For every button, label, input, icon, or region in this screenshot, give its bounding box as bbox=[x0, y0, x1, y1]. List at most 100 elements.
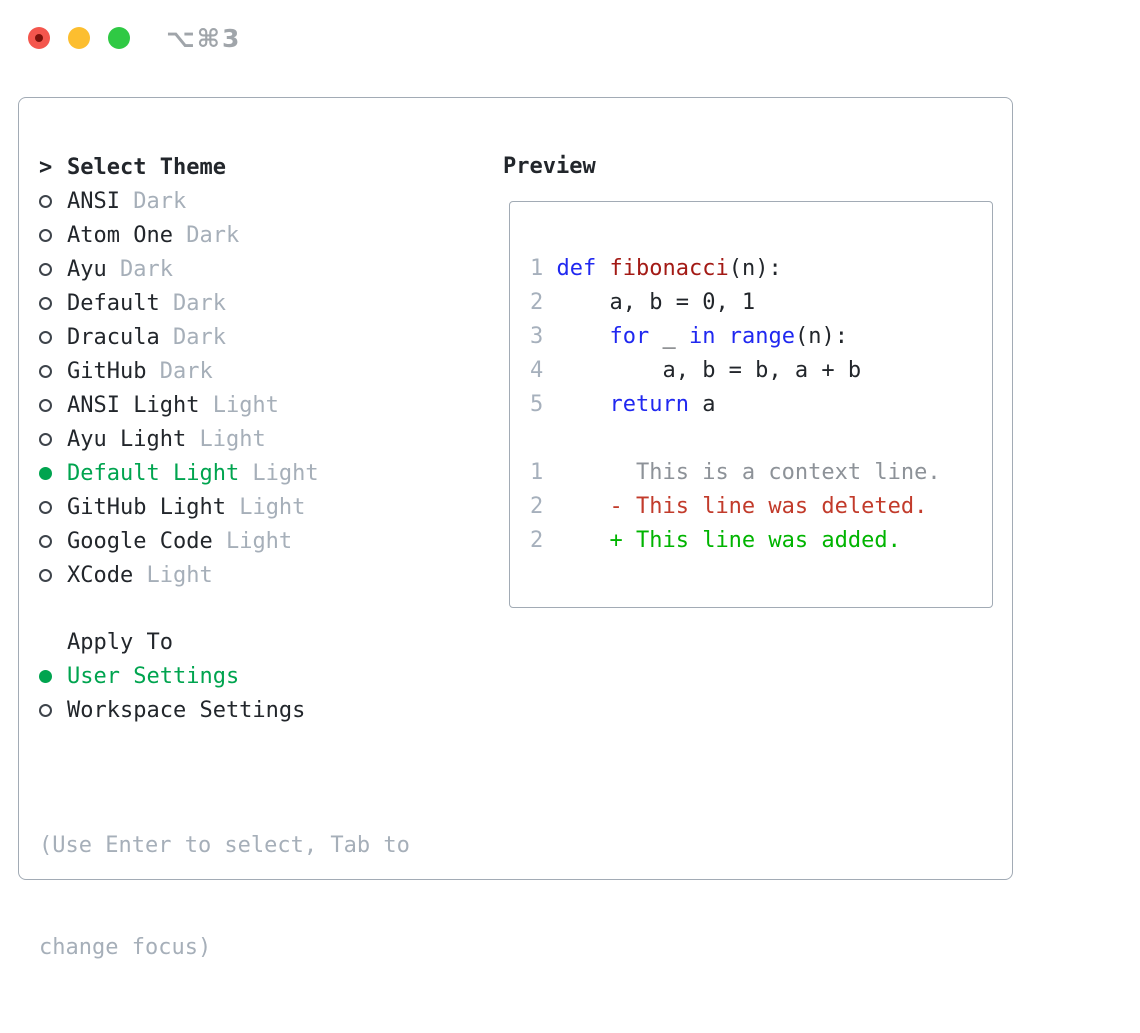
apply-to-title: Apply To bbox=[67, 629, 173, 655]
window-shortcut-title: ⌥⌘3 bbox=[166, 24, 242, 53]
code-segment-plain bbox=[557, 392, 610, 417]
radio-marker bbox=[39, 364, 67, 378]
option-variant: Light bbox=[133, 562, 213, 588]
code-segment-plain: _ bbox=[649, 324, 689, 349]
theme-option-github[interactable]: GitHub Dark bbox=[39, 354, 319, 388]
option-label: ANSI Light bbox=[67, 392, 200, 418]
radio-marker bbox=[39, 669, 67, 683]
line-number: 2 bbox=[530, 290, 557, 315]
option-label: GitHub bbox=[67, 358, 147, 384]
preview-box: 1 def fibonacci (n): 2 a, b = 0, 1 3 for _ … bbox=[509, 201, 993, 608]
radio-marker bbox=[39, 534, 67, 548]
line-number: 1 bbox=[530, 460, 557, 485]
option-variant: Light bbox=[199, 392, 279, 418]
line-number: 3 bbox=[530, 324, 557, 349]
radio-marker bbox=[39, 398, 67, 412]
radio-marker bbox=[39, 228, 67, 242]
code-segment-keyword: def bbox=[556, 256, 597, 281]
help-text-line: change focus) bbox=[39, 935, 212, 960]
code-segment-plain: (n): bbox=[794, 324, 848, 349]
code-segment-plain: a, b = 0, 1 bbox=[556, 290, 756, 315]
option-variant: Light bbox=[186, 426, 266, 452]
option-label: Default bbox=[67, 290, 160, 316]
line-number: 5 bbox=[530, 392, 557, 417]
traffic-light-zoom[interactable] bbox=[108, 27, 130, 49]
radio-icon bbox=[39, 500, 52, 514]
radio-icon bbox=[39, 568, 52, 582]
help-text: (Use Enter to select, Tab to change focu… bbox=[39, 761, 410, 1033]
theme-option-ansi-light[interactable]: ANSI Light Light bbox=[39, 388, 319, 422]
code-segment-plain: a, b = b, a + b bbox=[556, 358, 862, 383]
theme-option-ayu-light[interactable]: Ayu Light Light bbox=[39, 422, 319, 456]
option-label: Ayu bbox=[67, 256, 107, 282]
theme-list-header: > Select Theme bbox=[39, 150, 319, 184]
preview-line: 2 - This line was deleted. bbox=[530, 490, 992, 524]
preview-line: 4 a, b = b, a + b bbox=[530, 354, 992, 388]
radio-icon bbox=[39, 330, 52, 344]
theme-option-ansi[interactable]: ANSI Dark bbox=[39, 184, 319, 218]
radio-marker bbox=[39, 262, 67, 276]
option-variant: Light bbox=[225, 494, 306, 520]
code-segment-keyword: in bbox=[688, 324, 716, 349]
preview-line: 5 return a bbox=[530, 388, 992, 422]
option-variant: Dark bbox=[106, 256, 173, 282]
apply-option-workspace-settings[interactable]: Workspace Settings bbox=[39, 693, 305, 727]
option-label: Atom One bbox=[67, 222, 173, 248]
preview-title: Preview bbox=[503, 154, 596, 179]
option-label: Default Light bbox=[67, 460, 240, 486]
option-variant: Dark bbox=[119, 188, 187, 214]
help-text-line: (Use Enter to select, Tab to bbox=[39, 833, 410, 858]
option-label: Workspace Settings bbox=[67, 697, 306, 723]
code-segment-keyword: range bbox=[728, 324, 795, 349]
radio-icon bbox=[39, 534, 52, 548]
radio-icon bbox=[39, 262, 52, 276]
code-segment-plain bbox=[557, 324, 610, 349]
preview-line: 1 This is a context line. bbox=[530, 456, 992, 490]
option-variant: Dark bbox=[172, 222, 240, 248]
code-segment-plain bbox=[596, 256, 609, 281]
option-variant: Dark bbox=[159, 290, 226, 316]
option-label: Google Code bbox=[67, 528, 213, 554]
option-label: GitHub Light bbox=[67, 494, 226, 520]
close-active-dot-icon bbox=[35, 34, 43, 42]
radio-marker bbox=[39, 194, 67, 208]
code-segment-plain bbox=[715, 324, 728, 349]
radio-icon bbox=[39, 398, 52, 412]
apply-option-user-settings[interactable]: User Settings bbox=[39, 659, 305, 693]
option-variant: Dark bbox=[146, 358, 213, 384]
radio-marker bbox=[39, 330, 67, 344]
radio-icon bbox=[39, 703, 52, 717]
radio-marker bbox=[39, 703, 67, 717]
theme-option-dracula[interactable]: Dracula Dark bbox=[39, 320, 319, 354]
line-number: 2 bbox=[530, 528, 557, 553]
window: { "window": { "title": "⌥⌘3", "traffic_l… bbox=[0, 0, 1140, 960]
code-segment-function: fibonacci bbox=[609, 256, 729, 281]
theme-option-default[interactable]: Default Dark bbox=[39, 286, 319, 320]
radio-icon bbox=[39, 194, 52, 208]
theme-option-github-light[interactable]: GitHub Light Light bbox=[39, 490, 319, 524]
preview-line: 3 for _ in range(n): bbox=[530, 320, 992, 354]
code-segment-keyword: return bbox=[609, 392, 689, 417]
line-number: 1 bbox=[530, 256, 557, 281]
traffic-light-minimize[interactable] bbox=[68, 27, 90, 49]
titlebar: ⌥⌘3 bbox=[0, 0, 1140, 76]
code-segment-context: This is a context line. bbox=[556, 460, 941, 485]
theme-option-xcode[interactable]: XCode Light bbox=[39, 558, 319, 592]
theme-option-default-light[interactable]: Default Light Light bbox=[39, 456, 319, 490]
radio-marker bbox=[39, 466, 67, 480]
code-segment-keyword: for bbox=[609, 324, 650, 349]
theme-list-title: Select Theme bbox=[67, 154, 226, 180]
code-segment-plain: a bbox=[688, 392, 716, 417]
theme-option-ayu[interactable]: Ayu Dark bbox=[39, 252, 319, 286]
traffic-light-close[interactable] bbox=[28, 27, 50, 49]
line-number: 2 bbox=[530, 494, 557, 519]
apply-to-header: Apply To bbox=[39, 625, 305, 659]
radio-marker bbox=[39, 296, 67, 310]
radio-icon bbox=[39, 364, 52, 378]
theme-option-google-code[interactable]: Google Code Light bbox=[39, 524, 319, 558]
focus-chevron-icon: > bbox=[39, 154, 53, 180]
option-label: Ayu Light bbox=[67, 426, 187, 452]
code-segment-deleted: - This line was deleted. bbox=[556, 494, 928, 519]
theme-option-atom-one[interactable]: Atom One Dark bbox=[39, 218, 319, 252]
